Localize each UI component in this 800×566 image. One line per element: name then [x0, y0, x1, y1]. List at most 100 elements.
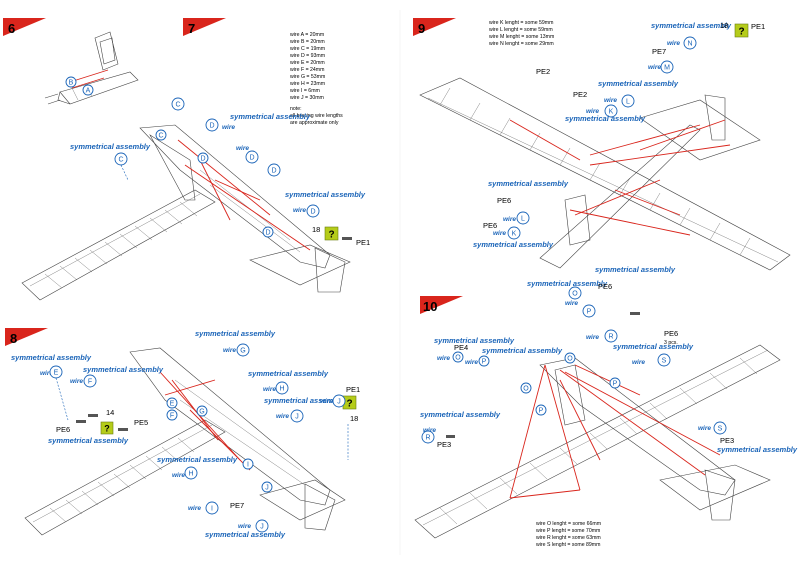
svg-text:D: D: [271, 168, 276, 175]
svg-text:wire: wire: [172, 472, 185, 479]
step-flag-icon: [5, 328, 48, 346]
step-flag-icon: [420, 296, 463, 314]
symmetrical-assembly-label: symmetrical assembly: [248, 369, 329, 378]
svg-text:M: M: [664, 65, 670, 72]
svg-text:wire: wire: [423, 427, 436, 434]
step-7-number: 7: [188, 21, 195, 36]
part-pe7: PE7: [230, 501, 244, 510]
svg-text:wire A = 20mm: wire A = 20mm: [290, 32, 324, 38]
turnbuckle-icon: [118, 428, 128, 431]
symmetrical-assembly-label: symmetrical assembly: [434, 336, 515, 345]
svg-text:wire: wire: [40, 370, 53, 377]
svg-text:wire E = 20mm: wire E = 20mm: [290, 60, 325, 66]
airframe-step-7: [21, 124, 351, 301]
step-10-panel: 10: [414, 265, 798, 548]
step-6-panel: 6 B A: [3, 18, 139, 105]
part-pe1: PE1: [346, 385, 360, 394]
svg-text:P: P: [482, 359, 487, 366]
svg-text:I: I: [211, 506, 213, 513]
svg-text:H: H: [188, 471, 193, 478]
turnbuckle-icon: [88, 414, 98, 417]
svg-text:P: P: [539, 408, 544, 415]
svg-text:H: H: [279, 386, 284, 393]
part-pe1: PE1: [751, 22, 765, 31]
symmetrical-assembly-label: symmetrical assembly: [420, 410, 501, 419]
airframe-step-8: [24, 347, 346, 536]
svg-text:N: N: [687, 41, 692, 48]
svg-text:wire K lenght = some 59mm: wire K lenght = some 59mm: [489, 20, 553, 26]
svg-text:wire R lenght = some 63mm: wire R lenght = some 63mm: [536, 535, 601, 541]
symmetrical-assembly-label: symmetrical assembly: [264, 396, 345, 405]
question-mark-icon: [734, 23, 749, 38]
svg-text:O: O: [523, 386, 529, 393]
svg-text:?: ?: [104, 424, 110, 434]
part-pe2: PE2: [536, 67, 550, 76]
symmetrical-assembly-label: symmetrical assembly: [717, 445, 798, 454]
wire-length-table: wire A = 20mm wire B = 20mm wire C = 19m…: [290, 32, 343, 126]
svg-text:wire C = 19mm: wire C = 19mm: [290, 46, 325, 52]
part-pe4: PE4: [454, 343, 468, 352]
svg-text:wire: wire: [604, 97, 617, 104]
part-pe3: PE3: [437, 440, 451, 449]
part-pe6: PE6: [497, 196, 511, 205]
svg-text:?: ?: [346, 399, 352, 410]
svg-text:wire: wire: [667, 40, 680, 47]
svg-text:K: K: [512, 231, 517, 238]
svg-text:wire: wire: [293, 207, 306, 214]
svg-text:O: O: [567, 356, 573, 363]
step-8-panel: 8 symmetrical assembly wire E: [5, 328, 360, 539]
svg-text:wire: wire: [586, 334, 599, 341]
step-9-panel: 9 wire K lenght = some 59mm wire L lengh…: [413, 18, 791, 271]
svg-text:D: D: [200, 156, 205, 163]
symmetrical-assembly-label: symmetrical assembly: [48, 436, 129, 445]
svg-text:wire M lenght = some 13mm: wire M lenght = some 13mm: [489, 34, 554, 40]
svg-text:J: J: [295, 414, 299, 421]
pieces-count: 3 pcs.: [664, 340, 678, 346]
svg-text:wire: wire: [586, 108, 599, 115]
symmetrical-assembly-label: symmetrical assembly: [482, 346, 563, 355]
svg-text:?: ?: [328, 230, 334, 241]
part-pe2: PE2: [573, 90, 587, 99]
svg-text:D: D: [265, 230, 270, 237]
svg-text:wire: wire: [320, 398, 333, 405]
svg-text:P: P: [613, 381, 618, 388]
symmetrical-assembly-label: symmetrical assembly: [11, 353, 92, 362]
svg-text:wire P lenght = some 70mm: wire P lenght = some 70mm: [536, 528, 600, 534]
svg-text:I: I: [247, 462, 249, 469]
callouts-step-9: symmetrical assembly wire N PE7 wire M 1…: [473, 21, 765, 249]
svg-text:wire: wire: [188, 505, 201, 512]
symmetrical-assembly-label: symmetrical assembly: [83, 365, 164, 374]
svg-text:G: G: [199, 409, 204, 416]
airframe-step-9: [419, 77, 791, 271]
turnbuckle-icon: [446, 435, 455, 438]
svg-text:C: C: [175, 102, 180, 109]
svg-text:wire N lenght = some 29mm: wire N lenght = some 29mm: [489, 41, 554, 47]
svg-text:wire J = 30mm: wire J = 30mm: [290, 95, 324, 101]
svg-text:wire: wire: [465, 359, 478, 366]
wire-length-table: wire O lenght = some 66mm wire P lenght …: [536, 521, 601, 548]
svg-text:wire L lenght = some 59mm: wire L lenght = some 59mm: [489, 27, 553, 33]
svg-text:C: C: [118, 157, 123, 164]
svg-text:L: L: [626, 99, 630, 106]
part-pe7: PE7: [652, 47, 666, 56]
svg-text:wire: wire: [276, 413, 289, 420]
svg-text:wire S lenght = some 89mm: wire S lenght = some 89mm: [536, 542, 600, 548]
svg-text:F: F: [88, 379, 92, 386]
symmetrical-assembly-label: symmetrical assembly: [195, 329, 276, 338]
symmetrical-assembly-label: symmetrical assembly: [565, 114, 646, 123]
svg-text:J: J: [265, 485, 269, 492]
svg-text:wire: wire: [632, 359, 645, 366]
svg-text:wire: wire: [503, 216, 516, 223]
svg-text:R: R: [425, 435, 430, 442]
svg-text:wire: wire: [493, 230, 506, 237]
svg-text:G: G: [240, 348, 245, 355]
turnbuckle-icon: [630, 312, 640, 315]
svg-text:P: P: [587, 309, 592, 316]
wire-a-callout: A: [86, 88, 91, 95]
svg-text:F: F: [170, 413, 174, 420]
svg-text:wire D = 93mm: wire D = 93mm: [290, 53, 325, 59]
svg-text:S: S: [718, 426, 723, 433]
svg-text:O: O: [572, 291, 578, 298]
part-count: 18: [350, 414, 358, 423]
wire-length-table: wire K lenght = some 59mm wire L lenght …: [489, 20, 554, 47]
